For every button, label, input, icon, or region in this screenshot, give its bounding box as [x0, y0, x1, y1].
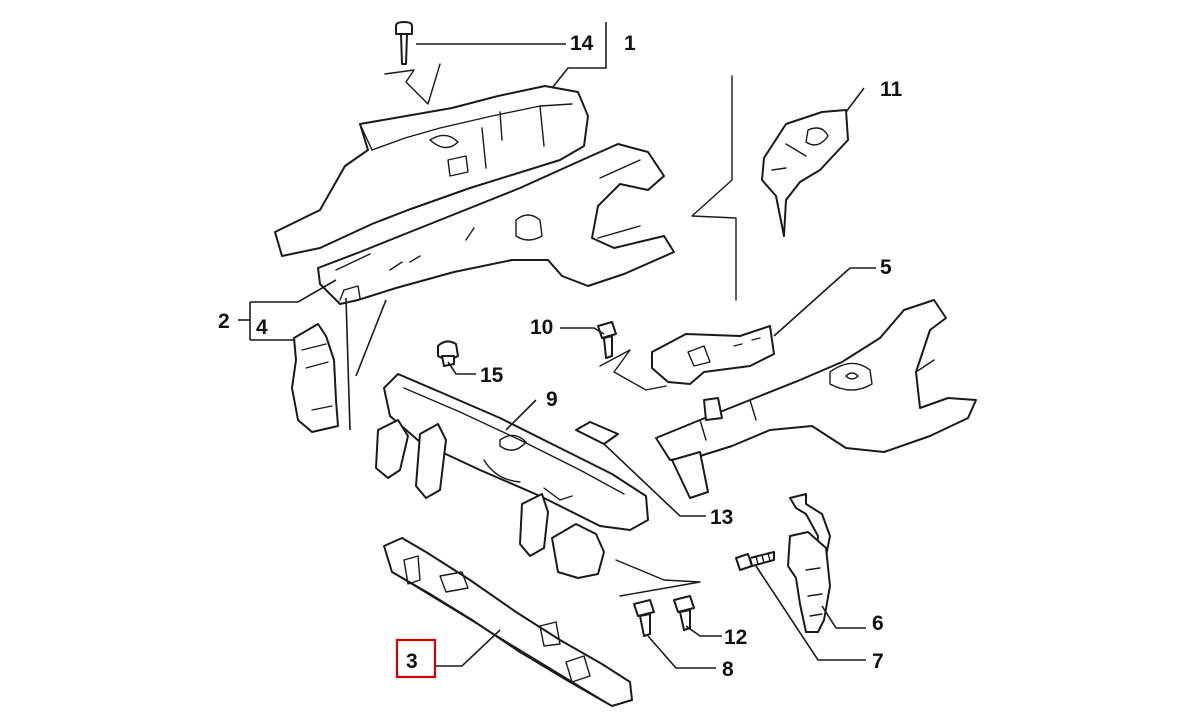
callout-3: 3 — [406, 650, 418, 673]
part-13-pad — [575, 421, 619, 445]
callout-14: 14 — [570, 32, 594, 55]
callout-2: 2 — [218, 310, 230, 333]
callout-6: 6 — [872, 612, 884, 635]
highlight-box-callout-3 — [395, 638, 437, 679]
part-7-screw — [735, 551, 775, 571]
part-3-lower-beam — [383, 537, 633, 707]
callout-15: 15 — [480, 364, 504, 387]
part-14-break-mark — [384, 63, 441, 105]
part-6-bracket — [787, 493, 831, 633]
part-12-bolt — [673, 595, 695, 631]
part-1-front-side-member — [274, 85, 675, 305]
leader-lines — [238, 22, 876, 669]
callout-9: 9 — [546, 388, 558, 411]
part-5-right-member — [651, 299, 977, 499]
callout-10: 10 — [530, 316, 553, 339]
callout-13: 13 — [710, 506, 733, 529]
assembly-break-line — [691, 75, 737, 301]
callout-4: 4 — [256, 316, 268, 339]
callout-1: 1 — [624, 32, 636, 55]
part-14-bolt — [395, 21, 413, 65]
part-8-bolt — [633, 599, 655, 637]
part-4-bracket — [291, 323, 339, 433]
callout-12: 12 — [724, 626, 747, 649]
callout-8: 8 — [722, 658, 734, 681]
bolt-break-mark — [615, 559, 701, 597]
part-15-plug — [437, 340, 459, 367]
callout-7: 7 — [872, 650, 884, 673]
callout-labels: 14 1 11 5 10 2 4 15 9 13 6 12 7 8 3 — [218, 32, 903, 681]
part-11-bracket — [761, 109, 849, 237]
callout-11: 11 — [880, 78, 903, 101]
callout-5: 5 — [880, 256, 892, 279]
part-9-crossmember — [375, 373, 649, 579]
